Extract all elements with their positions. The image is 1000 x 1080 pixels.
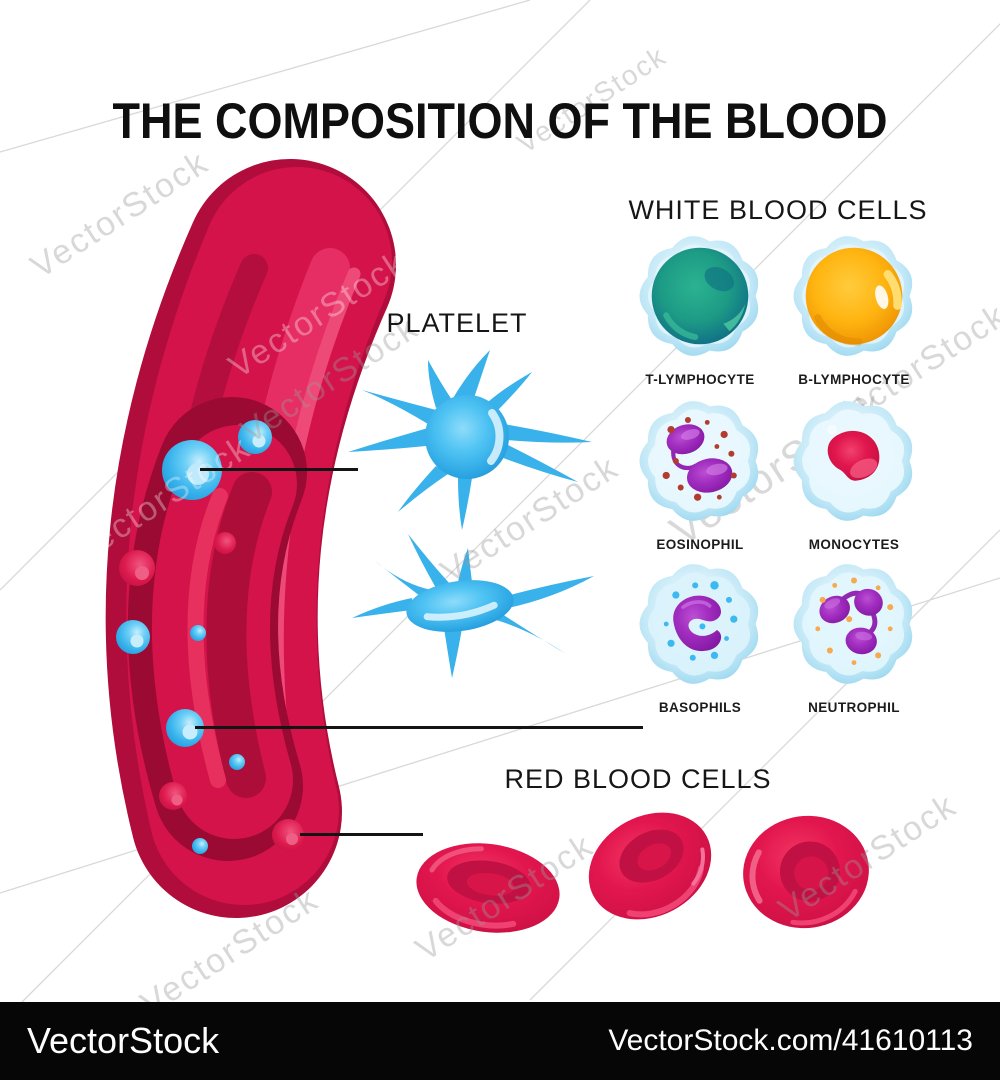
connector-line-platelet xyxy=(200,468,358,471)
neutrophil-granules xyxy=(815,577,894,666)
cell-basophils: BASOPHILS xyxy=(630,554,770,715)
footer-url-text: VectorStock.com/41610113 xyxy=(608,1024,973,1057)
red-blood-cell-3 xyxy=(743,815,869,929)
connector-line-white-cell xyxy=(195,726,643,729)
b-lymphocyte-illustration xyxy=(793,236,913,356)
basophil-granules xyxy=(663,581,738,661)
watermark-text: VectorStock xyxy=(434,448,626,591)
page-title: THE COMPOSITION OF THE BLOOD xyxy=(112,92,888,149)
platelet-dots xyxy=(116,420,272,854)
watermark-text: VectorStock xyxy=(66,428,258,571)
watermark-text: VectorStock xyxy=(409,826,601,969)
footer-brand-text: VectorStock xyxy=(27,1020,220,1061)
monocytes-illustration xyxy=(793,401,913,521)
cell-t-lymphocyte: T-LYMPHOCYTE xyxy=(630,226,770,387)
t-lymphocyte-illustration xyxy=(639,236,759,356)
platelet-heading: PLATELET xyxy=(386,308,528,338)
watermark-text: VectorStock xyxy=(24,143,216,286)
platelet-activated-illustration xyxy=(348,350,592,530)
blood-vessel-illustration xyxy=(105,159,396,918)
red-cell-dots xyxy=(119,532,304,851)
red-blood-cell-2 xyxy=(588,812,712,920)
cell-label: EOSINOPHIL xyxy=(656,537,744,552)
cell-label: NEUTROPHIL xyxy=(808,700,900,715)
cell-monocytes: MONOCYTES xyxy=(784,391,924,552)
basophils-illustration xyxy=(639,564,759,684)
watermark-footer-bar: VectorStock VectorStock.com/41610113 xyxy=(0,1002,1000,1080)
watermark-text: VectorStock xyxy=(772,786,964,929)
red-blood-cell-1 xyxy=(416,843,560,933)
cell-label: B-LYMPHOCYTE xyxy=(798,372,910,387)
red-blood-cells-heading: RED BLOOD CELLS xyxy=(504,764,772,794)
cell-b-lymphocyte: B-LYMPHOCYTE xyxy=(784,226,924,387)
cell-eosinophil: EOSINOPHIL xyxy=(630,391,770,552)
neutrophil-illustration xyxy=(793,564,913,684)
cell-label: MONOCYTES xyxy=(808,537,900,552)
white-blood-cells-heading: WHITE BLOOD CELLS xyxy=(628,195,928,225)
cell-neutrophil: NEUTROPHIL xyxy=(784,554,924,715)
cell-label: T-LYMPHOCYTE xyxy=(645,372,755,387)
eosinophil-granules xyxy=(662,416,737,501)
cell-label: BASOPHILS xyxy=(658,700,742,715)
platelet-resting-illustration xyxy=(352,534,594,678)
eosinophil-illustration xyxy=(639,401,759,521)
connector-line-red-cell xyxy=(300,833,423,836)
